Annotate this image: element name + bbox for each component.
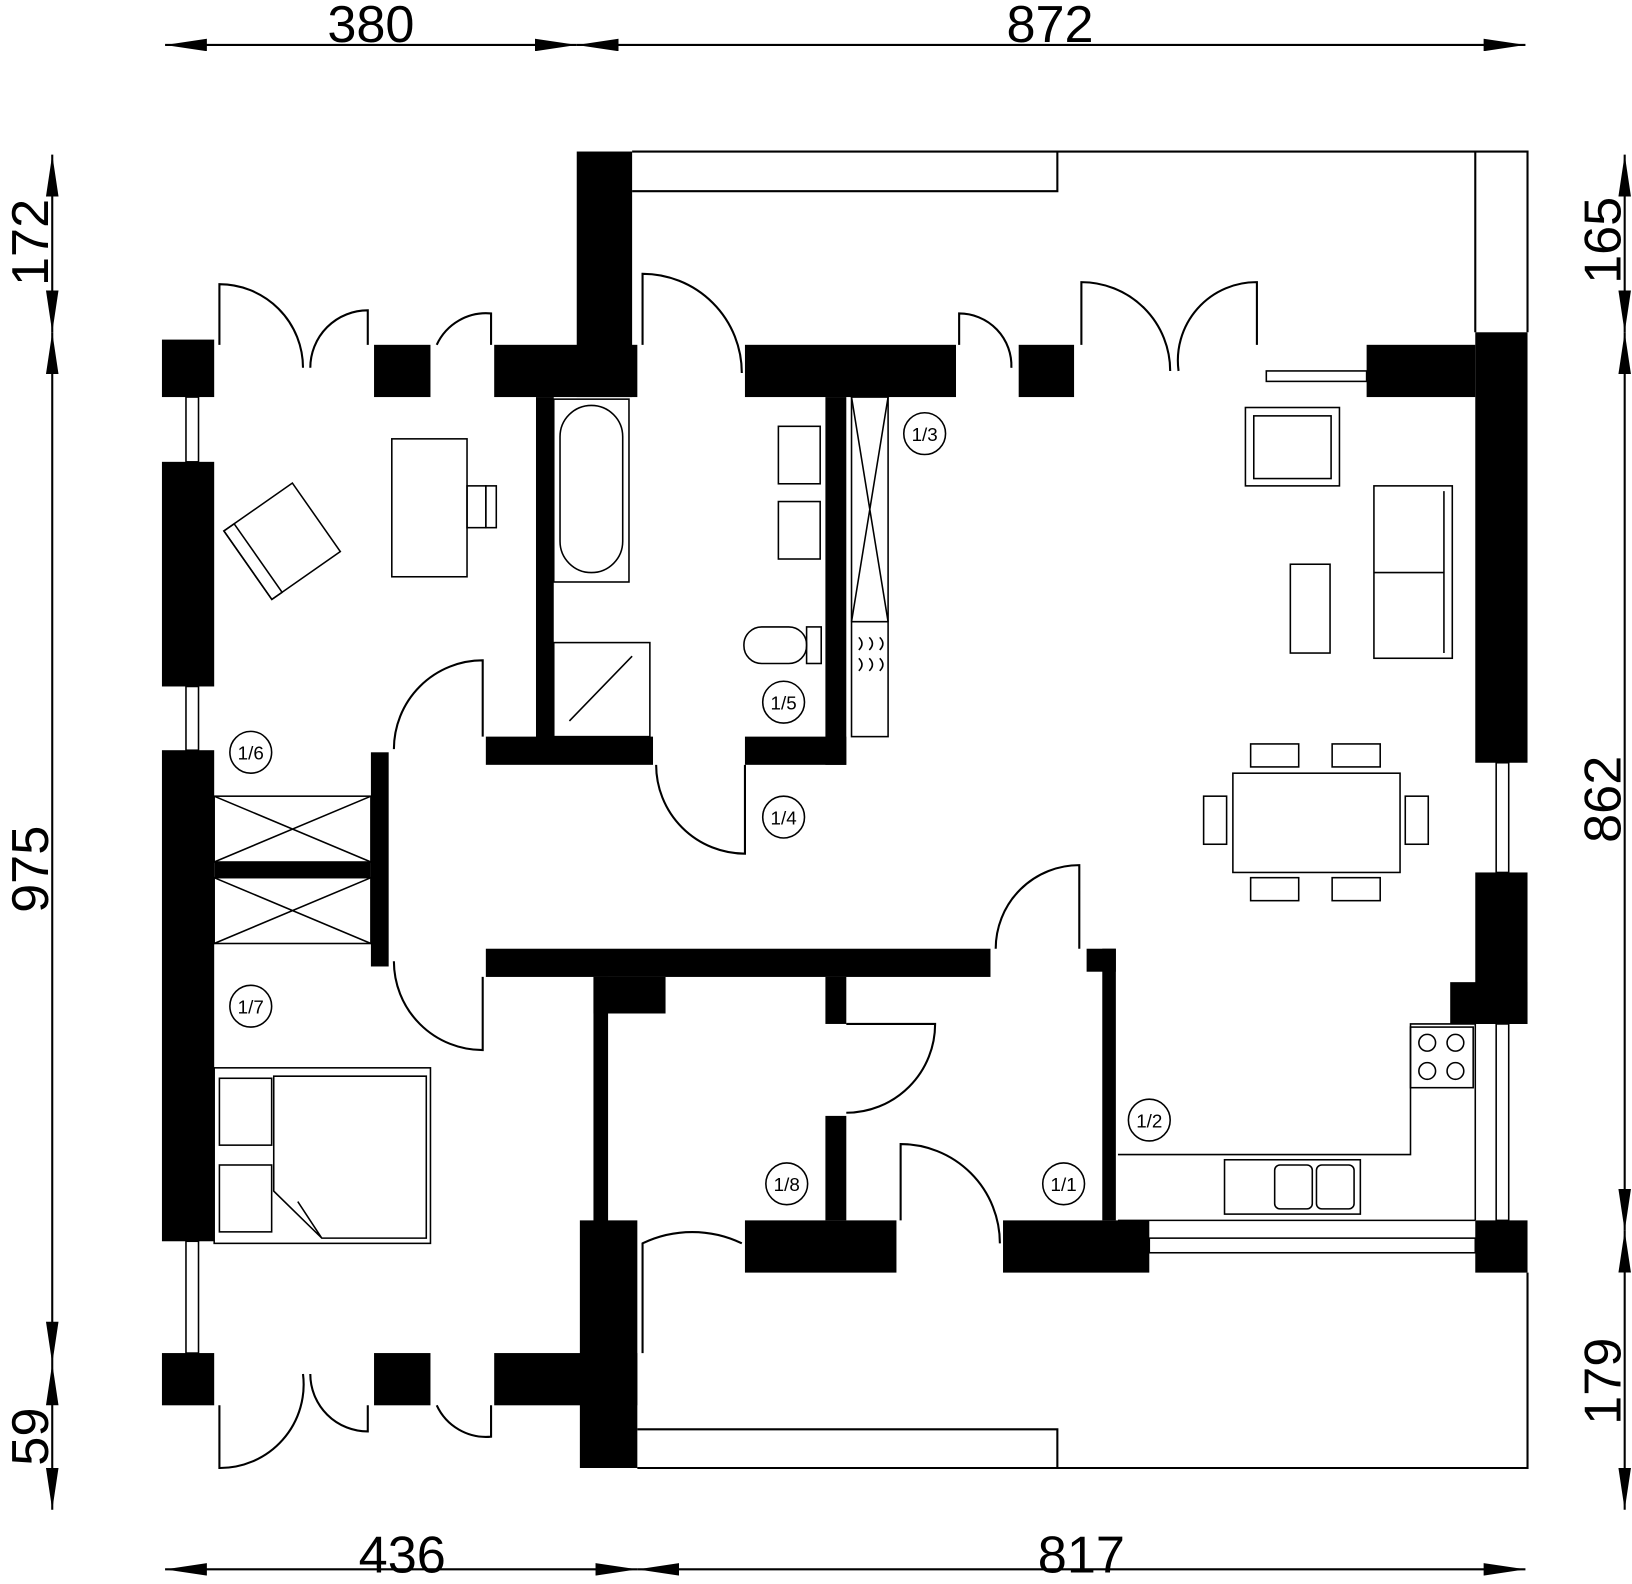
storage bbox=[213, 876, 372, 945]
doors bbox=[218, 272, 1258, 1470]
svg-text:1/7: 1/7 bbox=[238, 997, 264, 1018]
svg-text:1/6: 1/6 bbox=[238, 743, 264, 764]
dimension-left-bottom: 59 bbox=[2, 1408, 60, 1466]
dimension-top-right: 872 bbox=[1006, 0, 1093, 54]
furniture bbox=[213, 396, 1474, 1245]
dimension-right-top: 165 bbox=[1575, 197, 1632, 284]
stove bbox=[1409, 1026, 1474, 1089]
sink bbox=[777, 500, 821, 560]
storage bbox=[213, 795, 372, 863]
svg-text:1/8: 1/8 bbox=[774, 1174, 800, 1195]
room-label-1-3: 1/3 bbox=[902, 411, 947, 456]
svg-text:1/1: 1/1 bbox=[1051, 1174, 1077, 1195]
terraces bbox=[632, 150, 1529, 1470]
room-label-1-4: 1/4 bbox=[761, 795, 806, 839]
armchair bbox=[222, 481, 342, 601]
armchair bbox=[1244, 406, 1341, 487]
dimension-left-middle: 975 bbox=[2, 826, 60, 913]
bed bbox=[213, 1067, 432, 1245]
dimension-left-top: 172 bbox=[2, 199, 60, 286]
dimension-bottom-right: 817 bbox=[1038, 1526, 1125, 1584]
dimension-top-left: 380 bbox=[327, 0, 414, 54]
svg-text:1/5: 1/5 bbox=[771, 692, 797, 713]
room-label-1-1: 1/1 bbox=[1041, 1162, 1086, 1206]
svg-text:1/3: 1/3 bbox=[912, 424, 938, 445]
room-label-1-5: 1/5 bbox=[761, 680, 806, 724]
dimension-lines bbox=[45, 38, 1631, 1576]
bathtub-frame bbox=[552, 398, 630, 583]
desk bbox=[391, 438, 468, 578]
wardrobe bbox=[850, 396, 889, 738]
coffee-table bbox=[1289, 563, 1331, 654]
svg-text:1/4: 1/4 bbox=[771, 807, 797, 828]
dimension-bottom-left: 436 bbox=[359, 1526, 446, 1584]
room-label-1-7: 1/7 bbox=[229, 984, 273, 1028]
svg-text:1/2: 1/2 bbox=[1136, 1110, 1162, 1131]
room-label-1-2: 1/2 bbox=[1127, 1098, 1171, 1142]
shower bbox=[552, 641, 651, 738]
dimension-right-bottom: 179 bbox=[1575, 1338, 1632, 1425]
dining-table bbox=[1232, 772, 1401, 874]
toilet bbox=[743, 626, 808, 665]
bathtub bbox=[559, 404, 624, 574]
room-label-1-6: 1/6 bbox=[229, 730, 273, 774]
sink bbox=[777, 425, 821, 485]
room-label-1-8: 1/8 bbox=[765, 1162, 809, 1206]
walls bbox=[161, 151, 1528, 1468]
kitchen-sink bbox=[1223, 1158, 1362, 1215]
dimension-right-middle: 862 bbox=[1575, 756, 1632, 843]
